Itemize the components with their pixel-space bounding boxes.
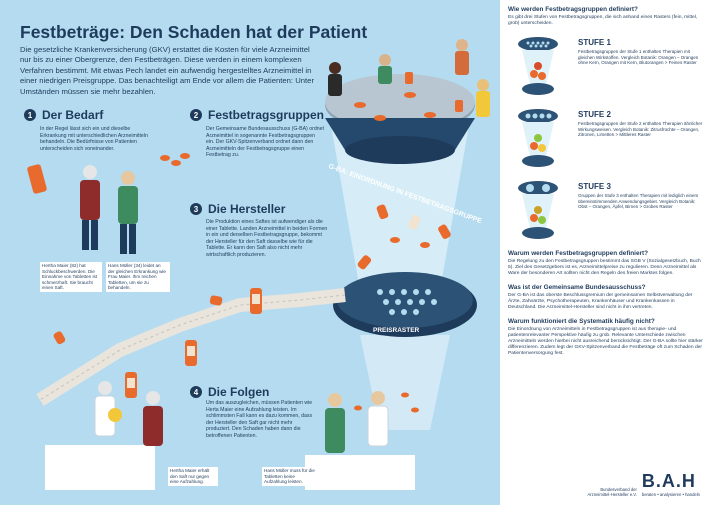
price-grid-top (337, 272, 473, 328)
section-3-text: Die Produktion eines Saftes ist aufwendi… (206, 219, 328, 258)
caption-herta-result: Hertha Maier erhält den Saft nur gegen e… (168, 467, 218, 486)
stufe-2: STUFE 2 Festbetragsgruppen der Stufe 2 e… (508, 106, 704, 170)
section-title: Der Bedarf (42, 108, 104, 122)
section-1-heading: 1 Der Bedarf (24, 108, 103, 122)
preisraster-label: PREISRASTER (373, 327, 420, 334)
pharmacy-right (305, 391, 415, 490)
bah-logo: Bundesverband der Arzneimittel-Herstelle… (587, 471, 700, 497)
faq-question: Warum werden Festbetragsgruppen definier… (508, 250, 649, 257)
section-number: 1 (24, 109, 36, 121)
section-3-heading: 3 Die Hersteller (190, 202, 285, 216)
section-1-text: In der Regel lässt sich ein und dieselbe… (40, 126, 148, 152)
faq-answer: Die Einordnung von Arzneimitteln in Fest… (508, 327, 703, 356)
logo-tagline: beraten • analysieren • handeln (641, 492, 700, 497)
infographic-panel: G-BA: EINORDNUNG IN FESTBETRAGSGRUPPE PR… (0, 0, 500, 505)
faq-answer: Die Regelung zu den Festbetragsgruppen b… (508, 259, 701, 276)
section-title: Die Hersteller (208, 202, 286, 216)
stufe-text: Festbetragsgruppen der Stufe 1 enthalten… (578, 49, 699, 66)
caption-hans: Hans Müller (34) leidet an der gleichen … (106, 262, 170, 292)
light-cone (330, 120, 470, 290)
caption-herta: Hertha Maier (82) hat Schluckbeschwerden… (40, 262, 102, 292)
sieve-fine-icon (518, 37, 558, 95)
faq-question: Warum funktioniert die Systematik häufig… (508, 318, 655, 325)
intro-text: Die gesetzliche Krankenversicherung (GKV… (20, 45, 315, 96)
section-4-text: Um das auszugleichen, müssen Patienten w… (206, 400, 313, 439)
section-2-heading: 2 Festbetragsgruppen (190, 108, 324, 122)
faq-answer: Der G-BA ist das oberste Beschlussgremiu… (508, 293, 693, 310)
stufe-title: STUFE 2 (578, 110, 611, 119)
sieve-coarse-icon (518, 181, 558, 239)
faq-sidebar: Wie werden Festbetragsgruppen definiert?… (500, 0, 710, 505)
hans-figure (118, 171, 138, 254)
tablets-hans (160, 153, 190, 166)
faq-question: Was ist der Gemeinsame Bundesausschuss? (508, 284, 646, 291)
faq-question: Wie werden Festbetragsgruppen definiert? (508, 6, 638, 13)
faq-list: Warum werden Festbetragsgruppen definier… (508, 250, 704, 357)
pharmacy-left (45, 381, 163, 490)
table-top (325, 74, 475, 130)
falling-pills (357, 204, 451, 413)
section-2-text: Der Gemeinsame Bundesausschuss (G-BA) or… (206, 126, 324, 158)
page-title: Festbeträge: Den Schaden hat der Patient (20, 22, 368, 42)
grid-holes (377, 289, 437, 315)
illustration: G-BA: EINORDNUNG IN FESTBETRAGSGRUPPE PR… (27, 39, 490, 490)
faq-answer: Es gibt drei Stufen von Festbetragsgrupp… (508, 15, 698, 26)
funnel-rim (345, 136, 455, 164)
logo-org-name: Bundesverband der Arzneimittel-Herstelle… (587, 487, 637, 497)
juice-bottles (27, 164, 262, 398)
sieve-medium-icon (518, 109, 558, 167)
stufe-1: STUFE 1 Festbetragsgruppen der Stufe 1 e… (508, 34, 704, 98)
stufe-title: STUFE 1 (578, 38, 611, 47)
logo-wordmark: B.A.H (641, 471, 696, 491)
section-title: Festbetragsgruppen (208, 108, 325, 122)
gba-members (328, 39, 490, 117)
stufe-text: Festbetragsgruppen der Stufe 2 enthalten… (578, 121, 703, 138)
stufe-3: STUFE 3 Gruppen der Stufe 3 enthalten Th… (508, 178, 704, 242)
stufe-title: STUFE 3 (578, 182, 611, 191)
caption-hans-result: Hans Müller muss für die Tabletten keine… (262, 467, 318, 486)
section-number: 2 (190, 109, 202, 121)
section-title: Die Folgen (208, 385, 270, 399)
section-number: 3 (190, 203, 202, 215)
section-number: 4 (190, 386, 202, 398)
pills-on-table (354, 72, 463, 121)
herta-figure (80, 165, 100, 250)
section-4-heading: 4 Die Folgen (190, 385, 269, 399)
stufe-text: Gruppen der Stufe 3 enthalten Therapien … (578, 193, 699, 210)
